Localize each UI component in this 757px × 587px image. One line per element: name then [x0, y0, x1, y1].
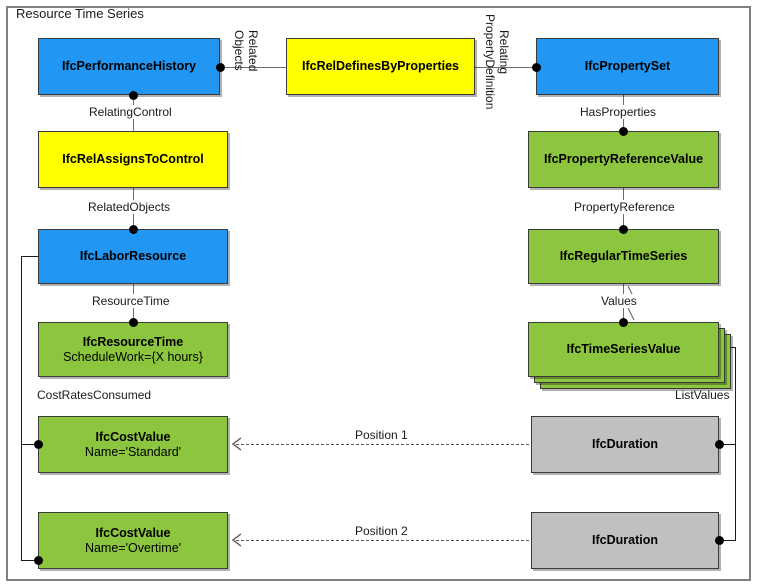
endpoint-dot-tsvalue-top	[619, 318, 628, 327]
node-ifcpropertyreferencevalue[interactable]: IfcPropertyReferenceValue	[528, 131, 719, 188]
edge-label-related: Related	[246, 30, 260, 72]
edge-label-position-1: Position 1	[352, 428, 411, 442]
endpoint-dot-labor-top	[129, 225, 138, 234]
node-label: IfcPerformanceHistory	[61, 59, 197, 74]
node-label: IfcTimeSeriesValue	[566, 342, 681, 357]
node-label: IfcDuration	[592, 533, 658, 548]
connector-costrates-vertical	[21, 256, 22, 561]
node-label: IfcLaborResource	[79, 249, 187, 264]
node-ifcrelassignstocontrol[interactable]: IfcRelAssignsToControl	[38, 131, 228, 188]
node-label: IfcResourceTime	[82, 334, 184, 349]
endpoint-dot-propertyset-left	[532, 63, 541, 72]
node-ifcduration-2[interactable]: IfcDuration	[531, 512, 719, 569]
dashed-arrow-position-1	[236, 444, 534, 445]
node-label: IfcDuration	[592, 437, 658, 452]
node-label: IfcPropertyReferenceValue	[543, 152, 704, 167]
connector-reldefines-to-propertyset	[475, 67, 536, 68]
edge-label-values: Values	[598, 294, 640, 308]
edge-label-propertyreference: PropertyReference	[571, 200, 678, 214]
node-ifcpropertyset[interactable]: IfcPropertySet	[536, 38, 719, 95]
connector-costrates-top-stub	[21, 256, 38, 257]
endpoint-dot-costvalue-standard-left	[34, 440, 43, 449]
edge-label-relatedobjects: RelatedObjects	[85, 200, 174, 214]
endpoint-dot-resourcetime-top	[129, 318, 138, 327]
edge-label-relatingcontrol: RelatingControl	[86, 105, 175, 119]
connector-costrates-to-overtime	[21, 560, 38, 561]
endpoint-dot-duration1-right	[715, 440, 724, 449]
edge-label-hasproperties: HasProperties	[577, 105, 660, 119]
diagram-title: Resource Time Series	[16, 6, 144, 21]
node-ifcperformancehistory[interactable]: IfcPerformanceHistory	[38, 38, 220, 95]
endpoint-dot-performance-right	[216, 63, 225, 72]
edge-label-position-2: Position 2	[352, 524, 411, 538]
node-label: IfcCostValue	[95, 525, 171, 540]
edge-label-relating: Relating	[497, 30, 511, 75]
dashed-arrow-position-2	[236, 540, 534, 541]
node-ifcduration-1[interactable]: IfcDuration	[531, 416, 719, 473]
edge-label-objects: Objects	[232, 30, 246, 71]
connector-listvalues-vertical	[735, 347, 736, 540]
diagram-frame	[6, 6, 751, 581]
node-label: IfcCostValue	[95, 429, 171, 444]
edge-label-listvalues: ListValues	[675, 388, 730, 402]
endpoint-dot-costvalue-overtime-left	[34, 556, 43, 565]
node-label: IfcRegularTimeSeries	[559, 249, 688, 264]
endpoint-dot-performance-bottom	[129, 91, 138, 100]
connector-listvalues-to-duration1	[719, 444, 736, 445]
endpoint-dot-regularts-top	[619, 225, 628, 234]
node-label: IfcRelAssignsToControl	[62, 152, 204, 167]
node-label: IfcRelDefinesByProperties	[301, 59, 459, 74]
node-ifctimeseriesvalue[interactable]: IfcTimeSeriesValue	[528, 322, 719, 377]
endpoint-dot-duration2-right	[715, 536, 724, 545]
node-attribute: ScheduleWork={X hours}	[63, 349, 203, 364]
node-ifcregulartimeseries[interactable]: IfcRegularTimeSeries	[528, 229, 719, 284]
node-ifccostvalue-overtime[interactable]: IfcCostValue Name='Overtime'	[38, 512, 228, 569]
endpoint-dot-prefvalue-top	[619, 127, 628, 136]
edge-label-resourcetime: ResourceTime	[89, 294, 173, 308]
node-ifcresourcetime[interactable]: IfcResourceTime ScheduleWork={X hours}	[38, 322, 228, 377]
edge-label-costratesconsumed: CostRatesConsumed	[37, 388, 152, 402]
node-ifcreldefinesbyproperties[interactable]: IfcRelDefinesByProperties	[286, 38, 475, 95]
edge-label-propertydefinition: PropertyDefinition	[483, 14, 497, 110]
node-label: IfcPropertySet	[584, 59, 671, 74]
connector-performance-to-reldefines	[220, 67, 286, 68]
connector-listvalues-to-duration2	[719, 540, 736, 541]
node-attribute: Name='Overtime'	[84, 540, 182, 555]
node-ifclaborresource[interactable]: IfcLaborResource	[38, 229, 228, 284]
node-attribute: Name='Standard'	[84, 444, 182, 459]
node-ifccostvalue-standard[interactable]: IfcCostValue Name='Standard'	[38, 416, 228, 473]
connector-costrates-to-standard	[21, 444, 38, 445]
